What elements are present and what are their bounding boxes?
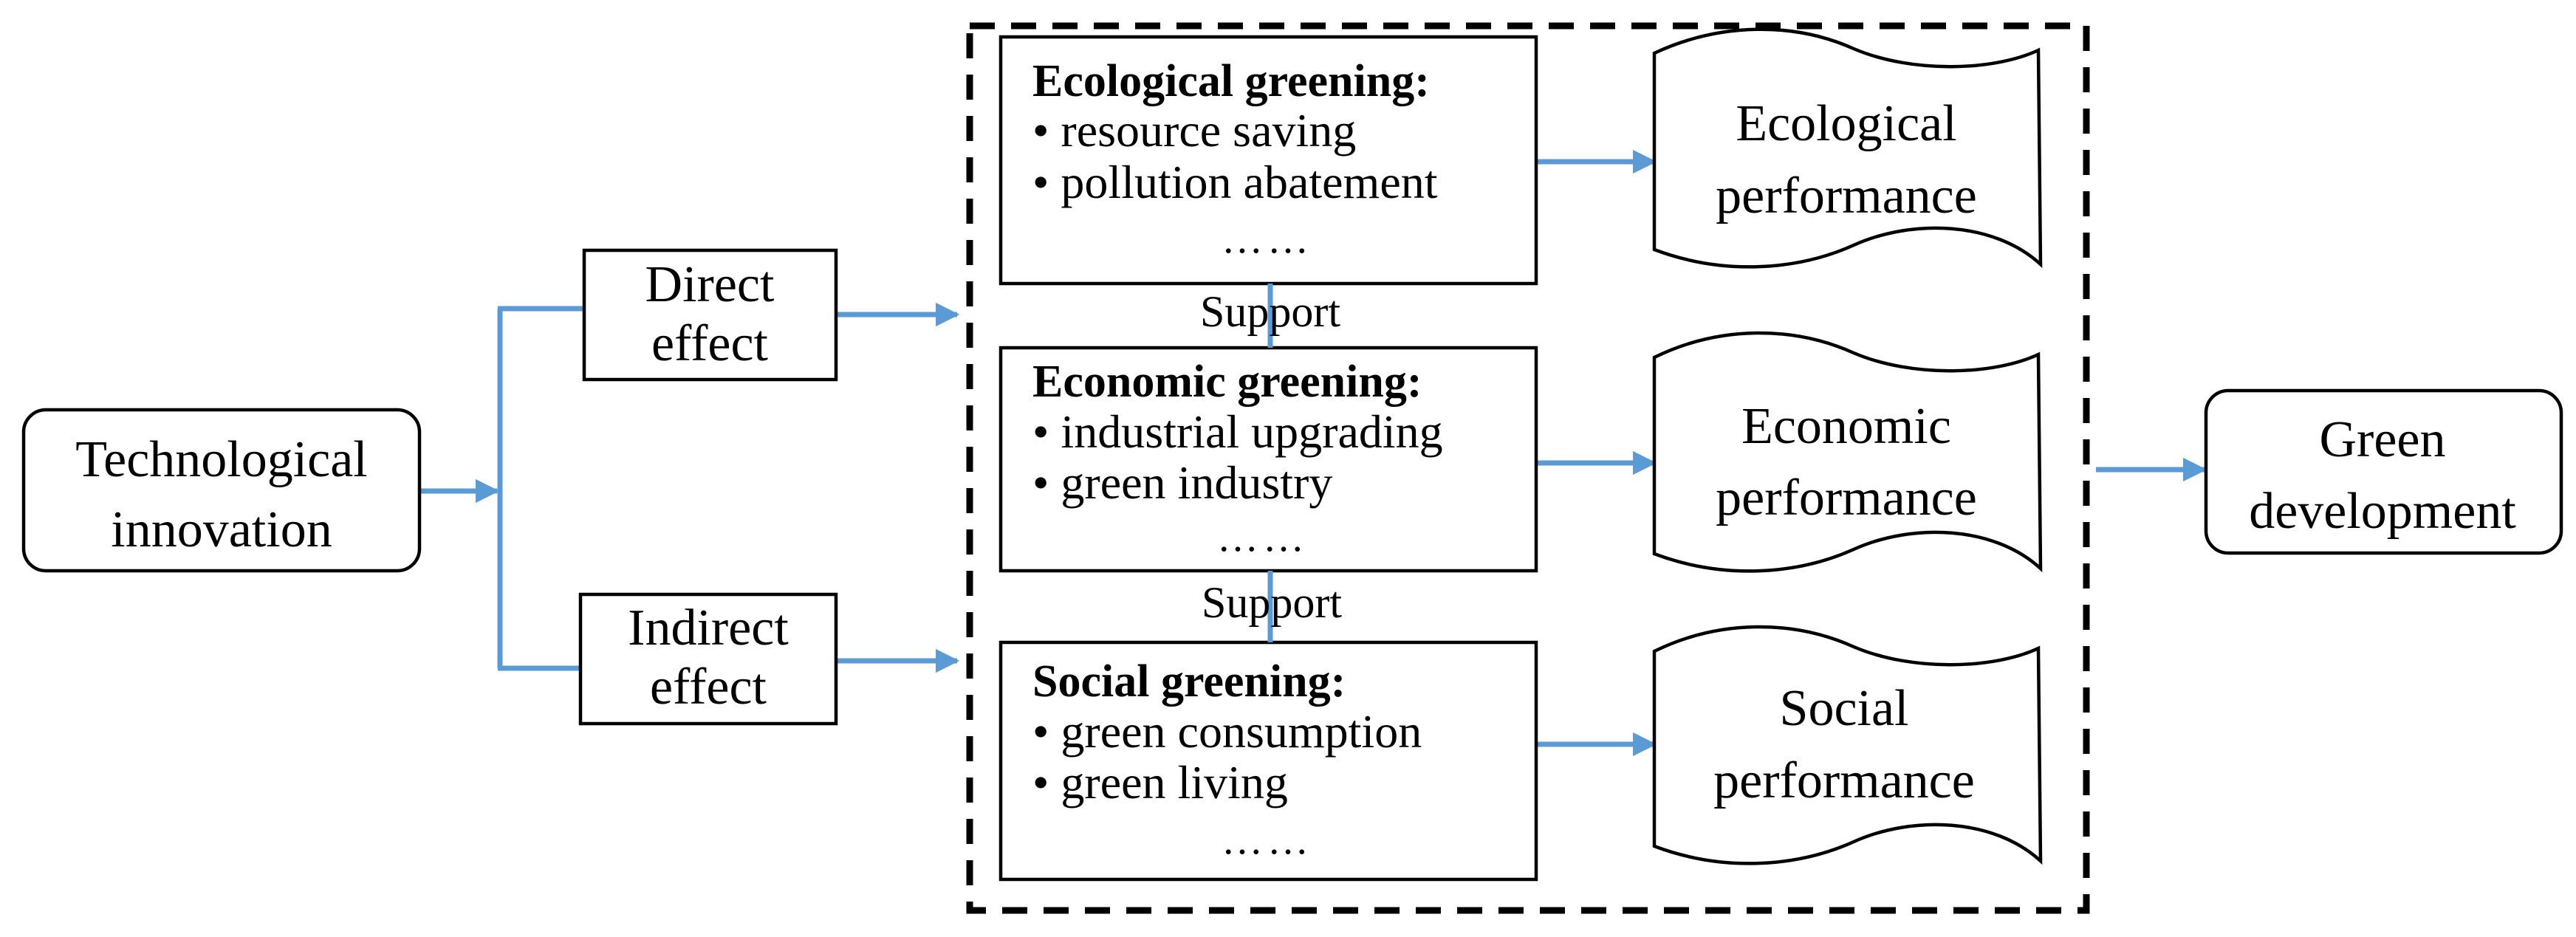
green-development-line2: development bbox=[2249, 483, 2516, 540]
social-performance-node: Social performance bbox=[1652, 625, 2043, 865]
direct-effect-line1: Direct bbox=[645, 256, 775, 313]
social-greening-item-2: • green living bbox=[1032, 756, 1288, 809]
ecological-greening-more: …… bbox=[1222, 216, 1313, 262]
social-greening-more: …… bbox=[1222, 817, 1313, 863]
ecological-performance-line1: Ecological bbox=[1736, 95, 1956, 152]
economic-performance-node: Economic performance bbox=[1652, 331, 2043, 573]
economic-greening-heading: Economic greening: bbox=[1032, 357, 1422, 407]
indirect-effect-line2: effect bbox=[650, 659, 767, 715]
economic-greening-more: …… bbox=[1217, 515, 1309, 560]
ecological-greening-item-1: • resource saving bbox=[1032, 104, 1356, 157]
economic-greening-item-1: • industrial upgrading bbox=[1032, 405, 1443, 458]
green-development-node: Green development bbox=[2204, 388, 2563, 555]
green-development-line1: Green bbox=[2319, 411, 2445, 468]
technological-innovation-line1: Technological bbox=[75, 431, 368, 488]
direct-effect-line2: effect bbox=[651, 315, 769, 372]
economic-greening-box: Economic greening: • industrial upgradin… bbox=[998, 346, 1538, 573]
economic-performance-line1: Economic bbox=[1741, 398, 1951, 455]
social-greening-box: Social greening: • green consumption • g… bbox=[998, 640, 1538, 882]
ecological-performance-node: Ecological performance bbox=[1652, 27, 2043, 269]
social-performance-line1: Social bbox=[1780, 680, 1909, 737]
technological-innovation-node: Technological innovation bbox=[21, 408, 422, 573]
ecological-greening-box: Ecological greening: • resource saving •… bbox=[998, 35, 1538, 286]
ecological-greening-item-2: • pollution abatement bbox=[1032, 156, 1438, 208]
ecological-performance-line2: performance bbox=[1716, 168, 1977, 224]
social-performance-line2: performance bbox=[1713, 752, 1975, 809]
greening-frame bbox=[966, 22, 2090, 914]
social-greening-heading: Social greening: bbox=[1032, 656, 1346, 707]
ecological-greening-heading: Ecological greening: bbox=[1032, 56, 1430, 106]
direct-effect-node: Direct effect bbox=[582, 248, 838, 382]
support-label-2: Support bbox=[1202, 578, 1342, 627]
economic-greening-item-2: • green industry bbox=[1032, 456, 1332, 509]
indirect-effect-line1: Indirect bbox=[628, 600, 789, 656]
economic-performance-line2: performance bbox=[1716, 470, 1977, 526]
support-label-1: Support bbox=[1200, 287, 1340, 336]
indirect-effect-node: Indirect effect bbox=[578, 592, 838, 726]
social-greening-item-1: • green consumption bbox=[1032, 705, 1422, 758]
technological-innovation-line2: innovation bbox=[111, 501, 332, 558]
